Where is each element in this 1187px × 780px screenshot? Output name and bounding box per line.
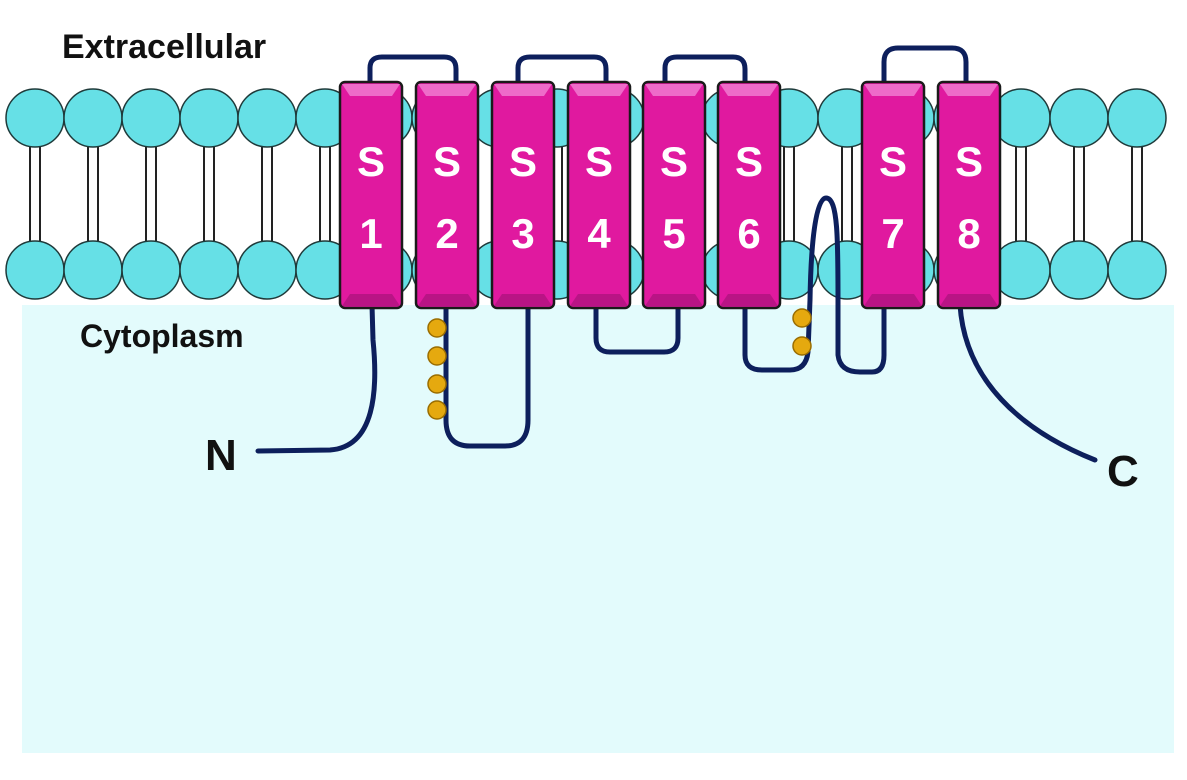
helix-body xyxy=(414,80,480,310)
segment-s1: S1 xyxy=(338,80,404,310)
helix-body xyxy=(490,80,556,310)
segment-number: 1 xyxy=(359,210,382,257)
lipid-head-lower xyxy=(179,240,239,300)
segment-s4: S4 xyxy=(566,80,632,310)
segment-letter: S xyxy=(660,138,688,185)
helix-body xyxy=(338,80,404,310)
lipid-head-lower xyxy=(1049,240,1109,300)
bead-cluster-s2 xyxy=(427,318,447,420)
cytoplasm-region xyxy=(22,305,1174,753)
helix-bottom-bevel xyxy=(342,294,400,306)
loop-s3-s4 xyxy=(515,54,609,88)
helix-bottom-bevel xyxy=(418,294,476,306)
lipid-head-upper xyxy=(1049,88,1109,148)
lipid-head-lower xyxy=(1107,240,1167,300)
loop-s5-s6 xyxy=(662,54,748,88)
helix-bottom-bevel xyxy=(494,294,552,306)
cytoplasm-label: Cytoplasm xyxy=(80,318,244,354)
lipid-head-lower xyxy=(237,240,297,300)
lipid-head-upper xyxy=(63,88,123,148)
bead xyxy=(427,318,447,338)
n-terminus-label: N xyxy=(205,431,237,480)
helix-body xyxy=(716,80,782,310)
bead xyxy=(792,308,812,328)
bead xyxy=(427,400,447,420)
helix-body xyxy=(936,80,1002,310)
segment-number: 3 xyxy=(511,210,534,257)
lipid-head-upper xyxy=(5,88,65,148)
lipid-head-lower xyxy=(5,240,65,300)
bead xyxy=(427,346,447,366)
helix-top-bevel xyxy=(645,84,703,96)
loop-s1-s2 xyxy=(367,54,459,88)
helix-bottom-bevel xyxy=(720,294,778,306)
bead xyxy=(427,374,447,394)
lipid-head-upper xyxy=(179,88,239,148)
helix-body xyxy=(641,80,707,310)
protein-chain xyxy=(255,45,1098,463)
segment-s6: S6 xyxy=(716,80,782,310)
segment-letter: S xyxy=(357,138,385,185)
helix-top-bevel xyxy=(494,84,552,96)
helix-bottom-bevel xyxy=(864,294,922,306)
lipid-head-lower xyxy=(63,240,123,300)
lipid-head-upper xyxy=(237,88,297,148)
lipid-head-upper xyxy=(1107,88,1167,148)
segment-s8: S8 xyxy=(936,80,1002,310)
segment-letter: S xyxy=(585,138,613,185)
helix-body xyxy=(860,80,926,310)
helix-top-bevel xyxy=(720,84,778,96)
helix-top-bevel xyxy=(342,84,400,96)
segment-letter: S xyxy=(509,138,537,185)
segment-number: 2 xyxy=(435,210,458,257)
segment-letter: S xyxy=(955,138,983,185)
helix-top-bevel xyxy=(864,84,922,96)
segment-number: 4 xyxy=(587,210,611,257)
helix-bottom-bevel xyxy=(940,294,998,306)
c-terminus-label: C xyxy=(1107,447,1139,496)
c-terminal-tail xyxy=(957,302,1098,463)
segment-s3: S3 xyxy=(490,80,556,310)
lipid-head-lower xyxy=(121,240,181,300)
extracellular-label: Extracellular xyxy=(62,28,266,66)
segment-letter: S xyxy=(735,138,763,185)
helix-top-bevel xyxy=(570,84,628,96)
segment-number: 6 xyxy=(737,210,760,257)
segment-s5: S5 xyxy=(641,80,707,310)
loop-s4-s5 xyxy=(593,302,681,355)
n-terminal-tail xyxy=(255,302,378,454)
loop-s7-s8 xyxy=(881,45,969,88)
helix-body xyxy=(566,80,632,310)
segment-s7: S7 xyxy=(860,80,926,310)
loop-s2-s3 xyxy=(443,302,531,449)
helix-bottom-bevel xyxy=(570,294,628,306)
bead xyxy=(792,336,812,356)
segment-s2: S2 xyxy=(414,80,480,310)
bead-cluster-s6 xyxy=(792,308,812,356)
helix-top-bevel xyxy=(418,84,476,96)
pore-loop-s6-s7 xyxy=(742,195,887,375)
segment-number: 5 xyxy=(662,210,685,257)
helix-bottom-bevel xyxy=(645,294,703,306)
helix-top-bevel xyxy=(940,84,998,96)
lipid-head-upper xyxy=(121,88,181,148)
segment-letter: S xyxy=(879,138,907,185)
segment-letter: S xyxy=(433,138,461,185)
segment-number: 8 xyxy=(957,210,980,257)
segment-number: 7 xyxy=(881,210,904,257)
